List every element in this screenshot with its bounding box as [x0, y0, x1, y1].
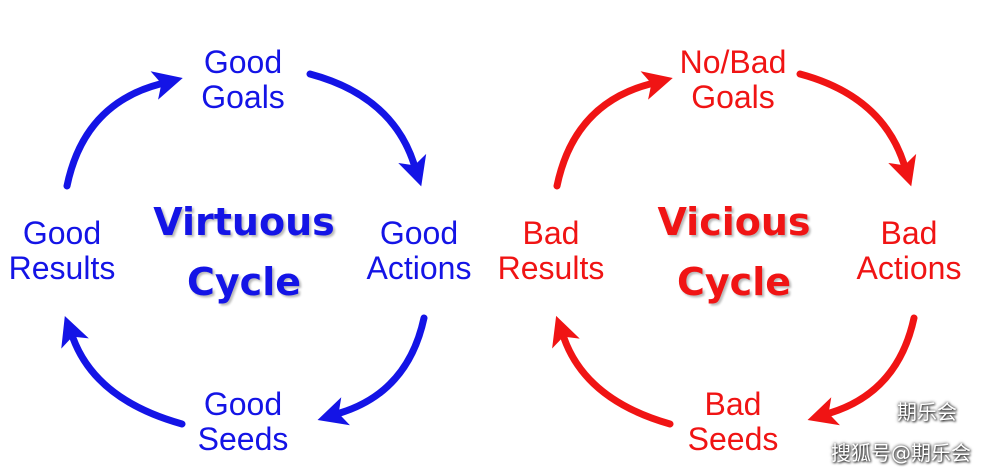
- vicious-cycle-title-line1: Vicious: [657, 200, 811, 244]
- virtuous-cycle-title-line2: Cycle: [187, 260, 301, 304]
- arrow-bad-actions-to-seeds: [807, 314, 918, 426]
- arrow-seeds-to-results: [61, 315, 186, 428]
- watermark-caption: 搜狐号@期乐会: [831, 441, 971, 465]
- node-good-results-line1: Good: [22, 215, 102, 251]
- vicious-cycle-title-line2: Cycle: [677, 260, 791, 304]
- watermark-brand: 期乐会: [861, 396, 957, 425]
- node-good-results-line2: Results: [8, 250, 116, 286]
- arrow-results-to-goals: [63, 71, 183, 190]
- wechat-icon: [861, 400, 890, 421]
- arrow-bad-seeds-to-results: [552, 315, 674, 428]
- node-good-seeds-line2: Seeds: [197, 421, 289, 457]
- node-bad-results: Bad Results: [498, 216, 605, 286]
- node-good-goals-line2: Goals: [201, 79, 285, 115]
- node-good-actions-line1: Good: [379, 215, 459, 251]
- virtuous-cycle-title: Virtuous Cycle: [153, 192, 335, 312]
- node-good-actions: Good Actions: [367, 216, 472, 286]
- arrow-actions-to-seeds: [317, 314, 428, 426]
- node-bad-goals-line1: No/Bad: [679, 44, 787, 80]
- node-bad-actions-line1: Bad: [880, 215, 938, 251]
- node-bad-results-line1: Bad: [522, 215, 580, 251]
- node-good-actions-line2: Actions: [366, 250, 472, 286]
- node-bad-actions-line2: Actions: [856, 250, 962, 286]
- node-good-goals: Good Goals: [201, 45, 285, 115]
- node-bad-seeds: Bad Seeds: [688, 387, 779, 457]
- arrow-bad-results-to-goals: [553, 71, 673, 190]
- vicious-cycle-title: Vicious Cycle: [657, 192, 810, 312]
- node-bad-seeds-line2: Seeds: [687, 421, 779, 457]
- node-bad-results-line2: Results: [497, 250, 605, 286]
- watermark-brand-text: 期乐会: [897, 400, 957, 424]
- arrow-goals-to-actions: [306, 70, 427, 187]
- node-good-seeds-line1: Good: [203, 386, 283, 422]
- arrow-bad-goals-to-actions: [796, 70, 917, 187]
- node-good-results: Good Results: [9, 216, 116, 286]
- node-good-seeds: Good Seeds: [198, 387, 289, 457]
- node-bad-goals-line2: Goals: [691, 79, 775, 115]
- virtuous-cycle-title-line1: Virtuous: [153, 200, 335, 244]
- node-bad-goals: No/Bad Goals: [680, 45, 787, 115]
- node-bad-seeds-line1: Bad: [704, 386, 762, 422]
- node-bad-actions: Bad Actions: [857, 216, 962, 286]
- node-good-goals-line1: Good: [203, 44, 283, 80]
